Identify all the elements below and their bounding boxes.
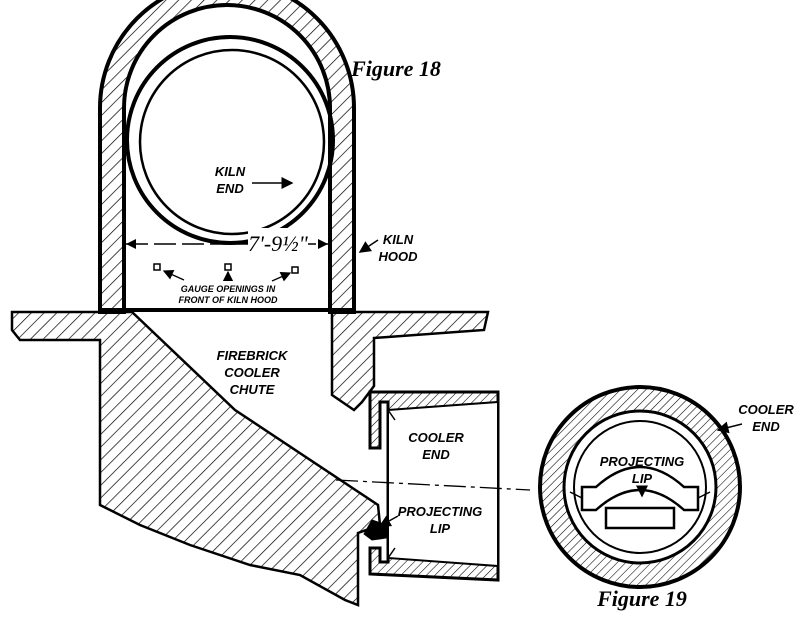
dimension-text: 7'-9½": [248, 231, 309, 256]
chute-label-2: COOLER: [224, 365, 280, 380]
dimension-arrow-left: [126, 239, 136, 249]
lip-edge-right: [697, 491, 711, 499]
centerline: [335, 479, 531, 491]
kiln-hood-arrow: [358, 239, 379, 253]
cooler-end-label-2: END: [422, 447, 450, 462]
projecting-lip-arrow: [378, 515, 399, 527]
chute-right-slab: [330, 310, 490, 412]
lip-label-backdrop: [392, 502, 488, 536]
lip-edge-left: [569, 491, 583, 499]
fig19-cooler-end-label-2: END: [752, 419, 780, 434]
fig19-lip-label-2: LIP: [632, 471, 653, 486]
gauge-arrow-left: [162, 269, 185, 281]
cooler-end-inner: [387, 400, 499, 568]
fig19-cooler-end-arrow: [716, 421, 743, 434]
fig19-lip-label-1: PROJECTING: [600, 454, 685, 469]
cooler-inner-edge-bottom: [387, 547, 396, 559]
figure-19-title: Figure 19: [596, 586, 687, 611]
projecting-lip-step: [604, 506, 676, 530]
kiln-end-outer-ring: [125, 35, 335, 245]
chute-label-1: FIREBRICK: [217, 348, 289, 363]
dimension-arrow-right: [318, 239, 328, 249]
kiln-hood-label-2: HOOD: [379, 249, 419, 264]
kiln-hood-wall: [98, 0, 356, 314]
projecting-lip-label-1: PROJECTING: [398, 504, 483, 519]
cooler-end-label-1: COOLER: [408, 430, 464, 445]
fig19-lining-ring: [573, 420, 707, 554]
gauge-opening-left: [153, 263, 161, 271]
kiln-end-inner-ring: [138, 48, 326, 236]
chute-left-body: [10, 310, 382, 607]
gauge-arrow-right: [271, 271, 292, 282]
dimension-backdrop: [248, 228, 308, 254]
fig19-cooler-end-label-1: COOLER: [738, 402, 794, 417]
chute-label-3: CHUTE: [230, 382, 275, 397]
gauge-label-2: FRONT OF KILN HOOD: [179, 295, 278, 305]
figure-18-title: Figure 18: [350, 56, 441, 81]
projecting-lip-label-2: LIP: [430, 521, 451, 536]
gauge-opening-center: [224, 263, 232, 271]
gauge-opening-right: [291, 266, 299, 274]
kiln-end-label-1: KILN: [215, 164, 246, 179]
gauge-label-1: GAUGE OPENINGS IN: [181, 284, 276, 294]
kiln-hood-label-1: KILN: [383, 232, 414, 247]
kiln-end-label-2: END: [216, 181, 244, 196]
cooler-inner-edge-top: [387, 409, 396, 421]
